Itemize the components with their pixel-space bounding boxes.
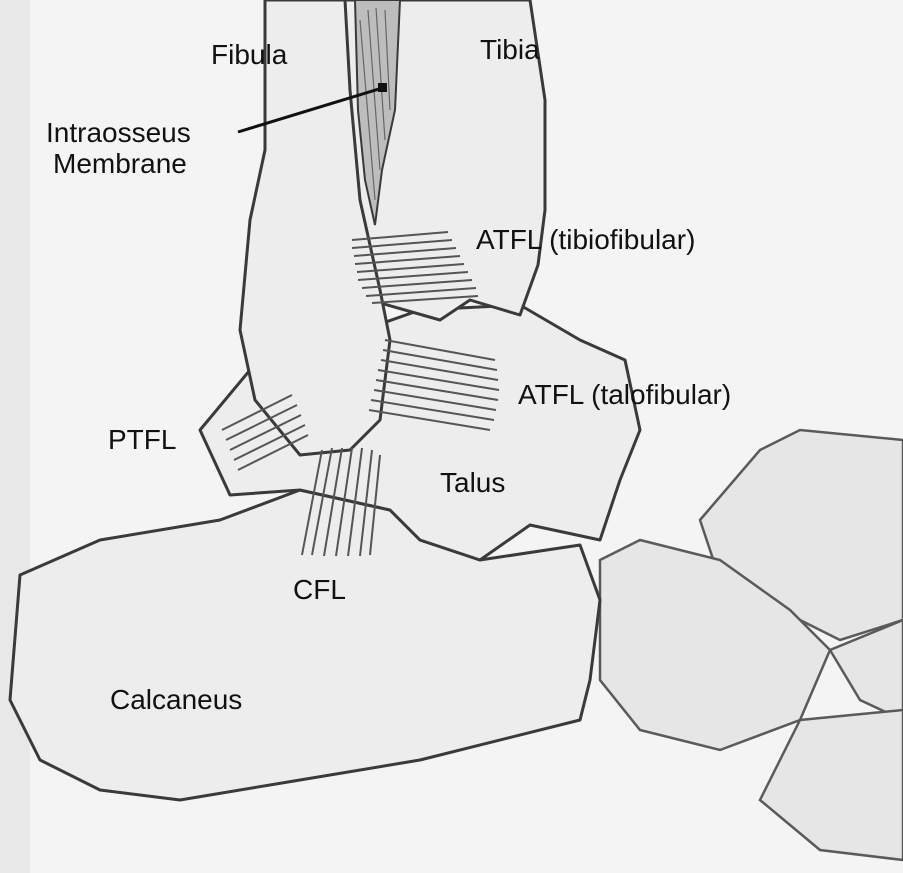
fibula-label: Fibula — [211, 40, 287, 70]
background-shade — [0, 0, 30, 873]
intraosseus-label-line2: Membrane — [53, 149, 187, 179]
ptfl-label: PTFL — [108, 425, 176, 455]
intraosseus-label-line1: Intraosseus — [46, 118, 191, 148]
calcaneus-label: Calcaneus — [110, 685, 242, 715]
atfl-tibiofibular-label: ATFL (tibiofibular) — [476, 225, 695, 255]
talus-label: Talus — [440, 468, 505, 498]
intraosseus-marker — [378, 83, 387, 92]
cfl-label: CFL — [293, 575, 346, 605]
metatarsal-bone — [760, 710, 903, 860]
tibia-label: Tibia — [480, 35, 540, 65]
atfl-talofibular-label: ATFL (talofibular) — [518, 380, 731, 410]
